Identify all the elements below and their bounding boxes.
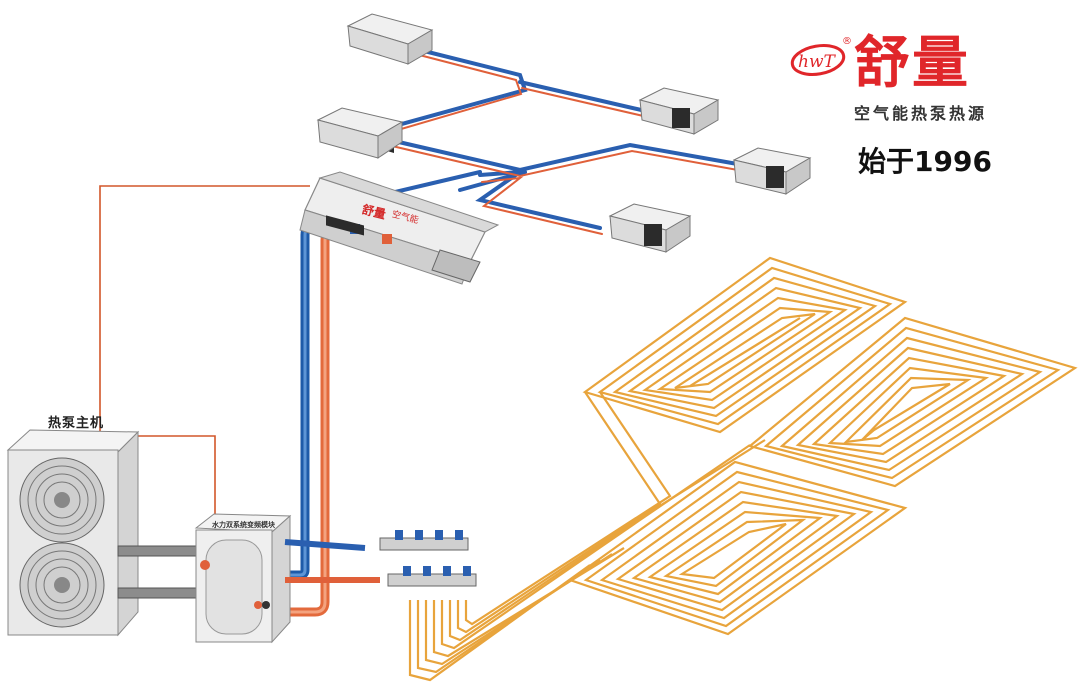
fan-coil-unit-2 (638, 87, 720, 135)
brand-subtitle: 空气能热泵热源 (854, 104, 988, 123)
control-wires (99, 185, 310, 525)
brand-since: 始于1996 (858, 145, 992, 178)
return-manifold (387, 566, 477, 587)
fan-grille-bottom (19, 542, 105, 628)
brand-logo-mark: hwT (790, 43, 846, 77)
riser-pipes (270, 210, 393, 617)
registered-mark: ® (842, 36, 852, 47)
floor-manifolds (284, 530, 477, 587)
floor-feed-lines (408, 391, 766, 682)
floor-loop-zone-3 (567, 460, 908, 636)
brand-name: 舒量 (854, 31, 970, 96)
floor-loop-zone-2 (747, 316, 1078, 488)
floor-heating-pipes (408, 256, 1078, 682)
supply-manifold (379, 530, 469, 551)
floor-loop-zone-1 (582, 256, 908, 434)
fan-coil-pipework (338, 43, 762, 235)
fan-grille-top (19, 457, 105, 543)
fan-coil-unit-4 (732, 147, 812, 195)
fan-coil-unit-3 (316, 107, 404, 236)
heat-pump-unit-label: 热泵主机 (48, 416, 105, 431)
module-label: 水力双系统变频模块 (212, 521, 275, 529)
fan-coil-units (316, 13, 812, 253)
logo-text: hwT (798, 52, 837, 72)
hydronic-module (194, 513, 292, 644)
fan-coil-unit-5 (608, 203, 692, 253)
heat-pump-outdoor-unit (6, 429, 140, 637)
